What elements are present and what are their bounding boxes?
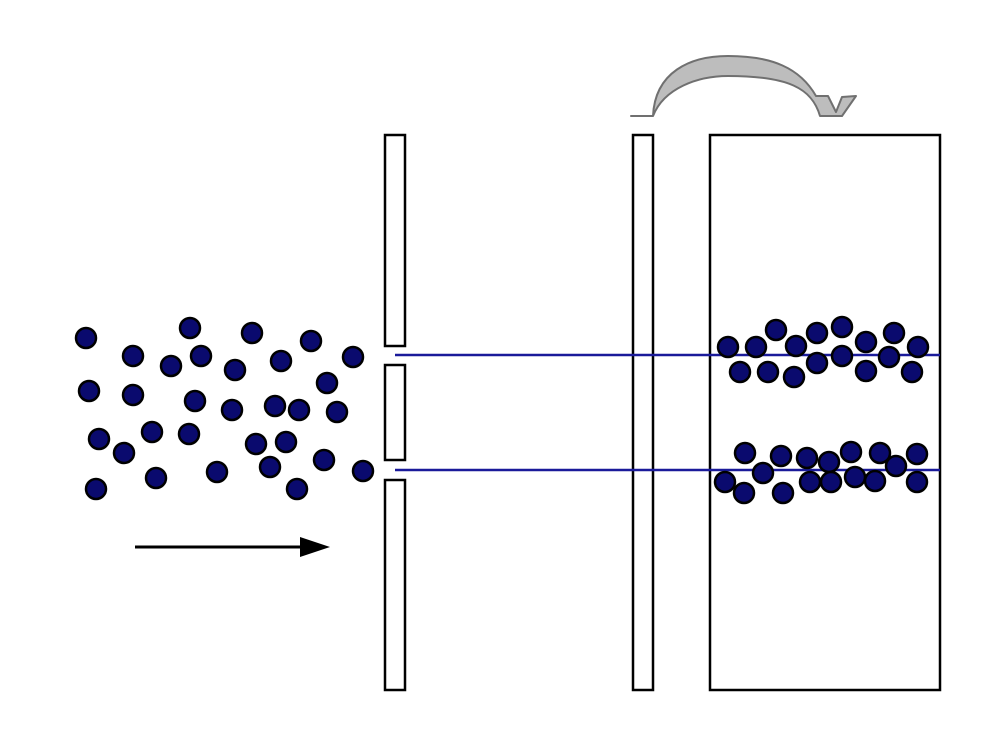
particle — [287, 398, 311, 422]
screen-particle — [805, 351, 829, 375]
screen-particle — [906, 335, 930, 359]
curved-arrow-icon — [630, 55, 857, 117]
barrier-plate — [631, 133, 655, 692]
arrow-right-icon — [135, 537, 330, 557]
particle — [177, 422, 201, 446]
particle — [325, 400, 349, 424]
screen-particle — [854, 330, 878, 354]
particle — [312, 448, 336, 472]
screen-particle — [798, 470, 822, 494]
screen-particle — [854, 359, 878, 383]
screen-particle — [863, 469, 887, 493]
particle — [244, 432, 268, 456]
particle — [274, 430, 298, 454]
upper-particle-band — [716, 315, 930, 389]
screen-particle — [733, 441, 757, 465]
screen-particle — [884, 454, 908, 478]
screen-particle — [805, 321, 829, 345]
particle — [144, 466, 168, 490]
barrier-middle-segment — [383, 363, 407, 462]
detection-screen — [708, 133, 942, 692]
particle — [183, 389, 207, 413]
screen-particle — [716, 335, 740, 359]
particle — [351, 459, 375, 483]
screen-particle — [782, 365, 806, 389]
screen-particle — [830, 315, 854, 339]
screen-particle — [900, 360, 924, 384]
particle — [121, 344, 145, 368]
screen-particle — [877, 345, 901, 369]
particle — [112, 441, 136, 465]
screen-particle — [764, 318, 788, 342]
particle — [140, 420, 164, 444]
screen-particle — [905, 442, 929, 466]
barrier-with-two-slits — [383, 133, 407, 692]
particle — [205, 460, 229, 484]
particle — [240, 321, 264, 345]
particle — [220, 398, 244, 422]
screen-particle — [868, 441, 892, 465]
particle — [269, 349, 293, 373]
particle — [77, 379, 101, 403]
screen-particle — [830, 344, 854, 368]
particle — [74, 326, 98, 350]
particle — [258, 455, 282, 479]
screen-particle — [728, 360, 752, 384]
particle — [299, 329, 323, 353]
particle — [84, 477, 108, 501]
screen-particle — [769, 444, 793, 468]
particle — [178, 316, 202, 340]
arrow-head — [300, 537, 330, 557]
particle — [341, 345, 365, 369]
screen-particle — [732, 481, 756, 505]
screen-particle — [817, 450, 841, 474]
screen-particle — [771, 481, 795, 505]
particle — [87, 427, 111, 451]
screen-particle — [839, 440, 863, 464]
particle — [263, 394, 287, 418]
particle — [189, 344, 213, 368]
screen-particle — [751, 461, 775, 485]
barrier-bottom-segment — [383, 478, 407, 692]
curved-arrow-shape — [630, 55, 857, 117]
screen-particle — [784, 334, 808, 358]
lower-particle-band — [713, 440, 929, 505]
particle — [159, 354, 183, 378]
screen-particle — [843, 465, 867, 489]
screen-particle — [905, 470, 929, 494]
particle — [285, 477, 309, 501]
particle — [223, 358, 247, 382]
screen-particle — [882, 321, 906, 345]
barrier-top-segment — [383, 133, 407, 348]
particle-cloud — [74, 316, 375, 501]
screen-particle — [795, 446, 819, 470]
particle — [121, 383, 145, 407]
particle — [315, 371, 339, 395]
screen-particle — [819, 470, 843, 494]
screen-particle — [713, 470, 737, 494]
screen-particle — [744, 335, 768, 359]
screen-particle — [756, 360, 780, 384]
